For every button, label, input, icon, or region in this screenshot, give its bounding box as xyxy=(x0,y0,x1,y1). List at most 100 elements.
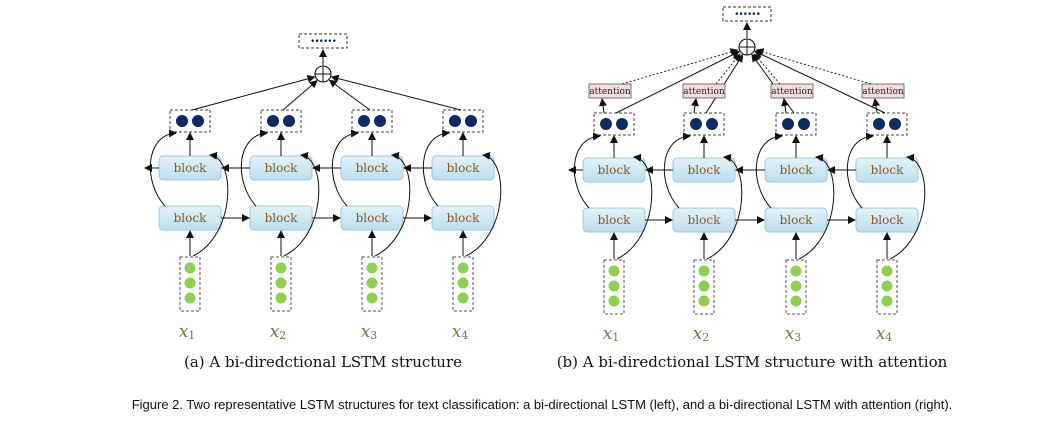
diagram-bidirectional-lstm: ••••••x1blockblockx2blockblockx3blockblo… xyxy=(144,33,502,342)
input-vector xyxy=(270,256,292,312)
block-lower-label: block xyxy=(780,213,813,227)
input-label: x3 xyxy=(361,322,378,342)
block-upper-label: block xyxy=(688,163,721,177)
hidden-dot xyxy=(782,118,794,130)
input-dot xyxy=(366,262,378,274)
lower-to-hidden-curve xyxy=(422,129,450,207)
attention-to-combine-arrow xyxy=(621,48,739,85)
input-dot xyxy=(275,277,287,289)
output-dots: •••••• xyxy=(310,37,336,47)
block-upper: block xyxy=(158,155,222,181)
timestep-column: x3 block block attention xyxy=(751,53,835,344)
input-to-upper-curve xyxy=(889,153,926,260)
input-dot xyxy=(881,280,893,292)
input-label: x4 xyxy=(452,322,469,342)
attention-to-combine-arrow xyxy=(715,53,741,85)
hidden-to-combine-arrow xyxy=(282,80,318,111)
block-lower: block xyxy=(672,207,736,233)
lower-to-hidden-curve xyxy=(573,132,601,209)
input-to-upper-curve xyxy=(465,151,502,257)
input-label: x2 xyxy=(693,324,710,344)
attention-node: attention xyxy=(588,83,632,99)
input-dot xyxy=(790,295,802,307)
block-lower: block xyxy=(764,207,828,233)
hidden-vector xyxy=(775,112,817,136)
block-lower: block xyxy=(582,207,646,233)
hidden-to-combine-arrow xyxy=(328,79,371,111)
input-dot xyxy=(608,280,620,292)
hidden-vector xyxy=(683,112,725,136)
attention-label: attention xyxy=(589,87,631,97)
block-upper: block xyxy=(582,157,646,183)
hidden-dot xyxy=(358,115,370,127)
hidden-dot xyxy=(176,115,188,127)
combine-node xyxy=(738,38,756,56)
hidden-dot xyxy=(449,115,461,127)
input-label: x1 xyxy=(603,324,620,344)
hidden-dot xyxy=(706,118,718,130)
hidden-vector xyxy=(442,109,484,133)
input-label: x3 xyxy=(785,324,802,344)
input-label-sub: 3 xyxy=(794,331,801,344)
input-label-sub: 1 xyxy=(188,329,195,342)
timestep-column: x1 block block attention xyxy=(573,48,741,344)
hidden-to-combine-arrow xyxy=(753,50,886,114)
output-box xyxy=(298,33,348,49)
lower-to-hidden-curve xyxy=(240,129,268,207)
input-label-sub: 2 xyxy=(702,331,709,344)
hidden-dot xyxy=(873,118,885,130)
input-dot xyxy=(275,292,287,304)
block-upper: block xyxy=(431,155,495,181)
attention-node: attention xyxy=(861,83,905,99)
hidden-dot xyxy=(192,115,204,127)
hidden-to-attention-arrow xyxy=(599,98,607,114)
lower-to-hidden-curve xyxy=(755,132,783,209)
block-upper-label: block xyxy=(871,163,904,177)
attention-label: attention xyxy=(771,87,813,97)
input-dot xyxy=(881,265,893,277)
input-label-sub: 4 xyxy=(461,329,468,342)
lower-to-hidden-curve xyxy=(846,132,874,209)
block-lower-label: block xyxy=(356,211,389,225)
subcaption-a: (a) A bi-diredctional LSTM structure xyxy=(184,353,462,371)
combine-node xyxy=(314,65,332,83)
input-dot xyxy=(698,265,710,277)
input-dot xyxy=(608,295,620,307)
block-upper-label: block xyxy=(356,161,389,175)
input-to-upper-curve xyxy=(192,151,229,257)
hidden-dot xyxy=(267,115,279,127)
block-lower: block xyxy=(855,207,919,233)
hidden-to-combine-arrow xyxy=(191,74,316,111)
block-lower: block xyxy=(158,205,222,231)
hidden-vector xyxy=(866,112,908,136)
input-vector xyxy=(693,259,715,315)
hidden-to-attention-arrow xyxy=(872,98,880,114)
attention-label: attention xyxy=(683,87,725,97)
hidden-dot xyxy=(690,118,702,130)
input-dot xyxy=(698,295,710,307)
input-to-upper-curve xyxy=(706,153,743,260)
input-dot xyxy=(698,280,710,292)
timestep-column: x2 block block attention xyxy=(663,53,744,344)
attention-box xyxy=(770,83,814,99)
input-vector xyxy=(785,259,807,315)
block-upper: block xyxy=(340,155,404,181)
input-to-upper-curve xyxy=(283,151,320,257)
block-lower: block xyxy=(249,205,313,231)
input-dot xyxy=(366,277,378,289)
output-box xyxy=(722,6,772,22)
input-label-sub: 3 xyxy=(370,329,377,342)
hidden-dot xyxy=(889,118,901,130)
hidden-to-attention-arrow xyxy=(781,98,789,114)
block-lower-label: block xyxy=(598,213,631,227)
attention-label: attention xyxy=(862,87,904,97)
output-vector: •••••• xyxy=(722,6,772,22)
block-upper: block xyxy=(249,155,313,181)
input-dot xyxy=(275,262,287,274)
timestep-column: x4 block block xyxy=(330,74,502,342)
block-upper: block xyxy=(764,157,828,183)
input-dot xyxy=(184,277,196,289)
input-label: x2 xyxy=(270,322,287,342)
